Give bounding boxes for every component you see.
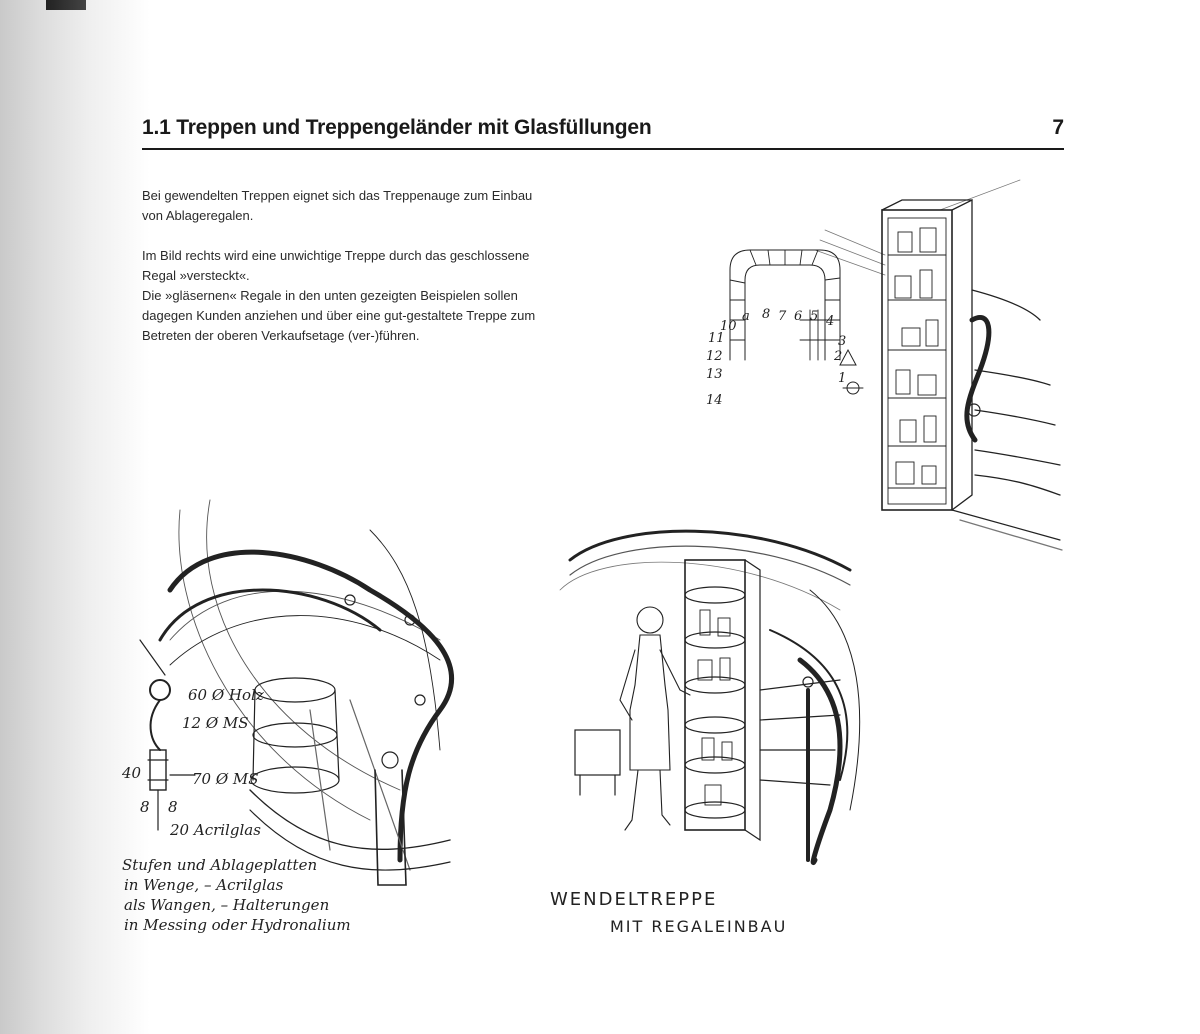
plan-step-label-13: 13 (706, 367, 723, 382)
detail-label-12-ms: 12 Ø MS (182, 714, 249, 732)
book-spine-shadow (0, 0, 150, 1034)
plan-step-label-11: 11 (708, 331, 725, 346)
detail-label-8-left: 8 (140, 798, 150, 816)
side-table (574, 729, 621, 796)
page-number: 7 (1052, 116, 1064, 139)
detail-label-40: 40 (121, 764, 142, 782)
handwritten-note-line-1: Stufen und Ablageplatten (122, 856, 317, 874)
body-text: Bei gewendelten Treppen eignet sich das … (142, 186, 542, 346)
handwritten-material-note: Stufen und Ablageplatten in Wenge, – Acr… (122, 856, 351, 934)
handwritten-note-line-3: als Wangen, – Halterungen (124, 896, 329, 914)
plan-step-label-7: 7 (778, 309, 787, 324)
detail-label-70-ms: 70 Ø MS (192, 770, 259, 788)
detail-label-60-holz: 60 Ø Holz (188, 686, 264, 704)
paragraph-1: Bei gewendelten Treppen eignet sich das … (142, 188, 533, 223)
spiral-stair-with-shelf-illustration: WENDELTREPPE MIT REGALEINBAU (550, 529, 861, 936)
hidden-staircase (951, 289, 1063, 551)
spiral-stair-body (559, 529, 861, 865)
glass-spiral-stair-illustration: 60 Ø Holz 12 Ø MS 40 70 Ø MS 8 8 20 Acri… (121, 499, 454, 934)
plan-step-label-2: 2 (833, 349, 842, 364)
perspective-hatching (814, 179, 1021, 276)
tall-shelf (881, 198, 973, 511)
handwritten-note-line-4: in Messing oder Hydronalium (124, 916, 351, 934)
plan-step-label-a: a (742, 309, 750, 324)
paragraph-2-line-2: Die »gläsernen« Regale in den unten geze… (142, 288, 536, 343)
caption-line-1: WENDELTREPPE (550, 889, 717, 910)
plan-step-label-5: 5 (810, 309, 818, 324)
section-title: 1.1 Treppen und Treppengeländer mit Glas… (142, 116, 652, 139)
plan-step-label-14: 14 (706, 393, 723, 408)
detail-label-20-acrilglas: 20 Acrilglas (169, 821, 261, 839)
plan-step-label-6: 6 (794, 309, 802, 324)
plan-step-label-4: 4 (825, 314, 834, 329)
shelf-staircase-illustration: 10 a 8 7 6 5 4 3 2 1 11 12 13 14 (706, 179, 1063, 551)
paragraph-2-line-1: Im Bild rechts wird eine unwichtige Trep… (142, 248, 530, 283)
paragraph-2: Im Bild rechts wird eine unwichtige Trep… (142, 246, 542, 346)
page-header: 1.1 Treppen und Treppengeländer mit Glas… (142, 112, 1064, 150)
woman-figure (619, 606, 691, 831)
plan-step-label-12: 12 (706, 349, 723, 364)
plan-step-label-3: 3 (838, 334, 846, 349)
plan-step-label-10: 10 (720, 319, 737, 334)
caption-line-2: MIT REGALEINBAU (610, 917, 787, 936)
spiral-stair-body (158, 499, 454, 886)
handwritten-note-line-2: in Wenge, – Acrilglas (124, 876, 284, 894)
stair-plan-sketch (729, 249, 864, 395)
plan-step-label-1: 1 (838, 371, 846, 386)
scan-corner-mark (46, 0, 86, 10)
detail-label-8-right: 8 (168, 798, 178, 816)
plan-step-label-8: 8 (762, 307, 770, 322)
handrail-detail-drawing (139, 639, 196, 831)
